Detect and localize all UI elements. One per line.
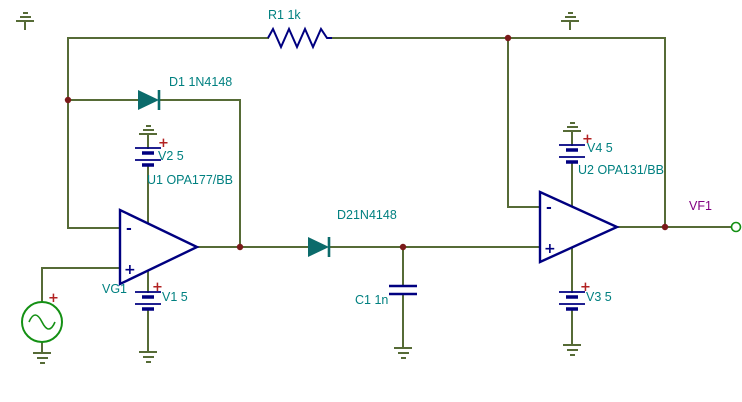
inverting-input-sign: -	[126, 221, 132, 237]
battery-v4[interactable]: +	[559, 132, 593, 164]
inverting-input-sign: -	[546, 200, 552, 216]
junction-dot	[661, 223, 669, 231]
battery-v1[interactable]: +	[135, 280, 163, 311]
ground-symbol-v2[interactable]	[139, 125, 157, 135]
v1-label: V1 5	[162, 290, 188, 304]
opamp-triangle	[118, 208, 200, 286]
wire-net[interactable]	[41, 37, 733, 354]
diode-anode-triangle	[308, 237, 329, 257]
ground-symbol-vg1[interactable]	[33, 352, 51, 364]
sine-wave-icon	[28, 314, 56, 330]
vf1-label: VF1	[689, 199, 712, 213]
battery-plus-sign: +	[152, 280, 163, 295]
ground-symbol-top-right[interactable]	[561, 12, 579, 30]
opamp-u1[interactable]: - +	[118, 208, 200, 286]
ground-symbol-v4[interactable]	[563, 122, 581, 132]
v4-label: V4 5	[587, 141, 613, 155]
opamp-triangle	[538, 190, 620, 264]
diode-d2[interactable]	[308, 237, 331, 257]
u1-label: U1 OPA177/BB	[147, 173, 233, 187]
battery-plus-sign: +	[582, 132, 593, 147]
junction-dot	[504, 34, 512, 42]
d1-label: D1 1N4148	[169, 75, 232, 89]
diode-anode-triangle	[138, 90, 159, 110]
resistor-body	[267, 26, 332, 50]
v2-label: V2 5	[158, 149, 184, 163]
battery-plus-sign: +	[158, 136, 169, 151]
output-pin-icon	[730, 221, 742, 233]
u2-label: U2 OPA131/BB	[578, 163, 664, 177]
c1-label: C1 1n	[355, 293, 388, 307]
ground-symbol-v1[interactable]	[139, 351, 157, 363]
d2-label: D21N4148	[337, 208, 397, 222]
noninverting-input-sign: +	[124, 262, 136, 278]
ground-symbol-c1[interactable]	[394, 347, 412, 359]
battery-plus-sign: +	[580, 280, 591, 295]
junction-dot	[399, 243, 407, 251]
r1-label: R1 1k	[268, 8, 301, 22]
output-pin-vf1[interactable]	[730, 221, 742, 233]
capacitor-c1[interactable]	[389, 284, 417, 296]
battery-v2[interactable]: +	[135, 136, 169, 167]
source-vg1[interactable]: +	[21, 291, 63, 343]
ground-symbol-top-left[interactable]	[16, 12, 34, 30]
junction-dot	[236, 243, 244, 251]
source-plus-sign: +	[48, 291, 59, 306]
v3-label: V3 5	[586, 290, 612, 304]
junction-dot	[64, 96, 72, 104]
vg1-label: VG1	[102, 282, 127, 296]
diode-d1[interactable]	[138, 90, 161, 110]
junction-dots	[64, 34, 669, 251]
ground-symbol-v3[interactable]	[563, 344, 581, 356]
battery-v3[interactable]: +	[559, 280, 591, 311]
component-labels: R1 1k D1 1N4148 V2 5 U1 OPA177/BB VG1 V1…	[102, 8, 712, 307]
noninverting-input-sign: +	[544, 241, 556, 257]
resistor-r1[interactable]	[267, 26, 332, 50]
opamp-u2[interactable]: - +	[538, 190, 620, 264]
